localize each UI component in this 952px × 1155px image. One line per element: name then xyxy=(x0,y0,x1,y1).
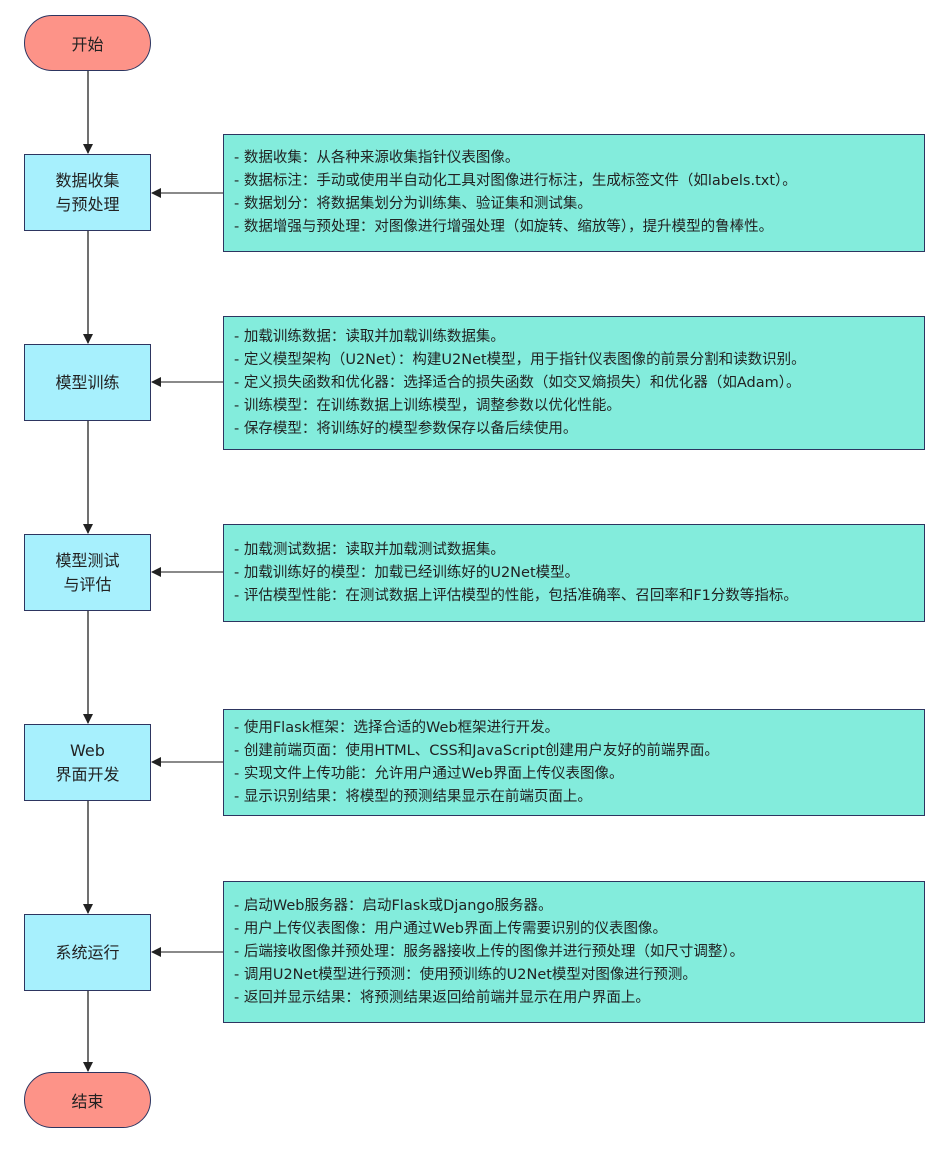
end-terminal: 结束 xyxy=(24,1072,151,1128)
note-web-development: - 使用Flask框架：选择合适的Web框架进行开发。 - 创建前端页面：使用H… xyxy=(223,709,925,816)
note-item: - 加载测试数据：读取并加载测试数据集。 xyxy=(234,541,505,558)
note-item: - 保存模型：将训练好的模型参数保存以备后续使用。 xyxy=(234,420,578,437)
step-title-line: 与预处理 xyxy=(55,194,120,214)
step-title-line: 界面开发 xyxy=(55,764,120,784)
step-model-testing: 模型测试 与评估 xyxy=(24,534,151,611)
note-item: - 使用Flask框架：选择合适的Web框架进行开发。 xyxy=(234,719,560,736)
start-terminal: 开始 xyxy=(24,15,151,71)
note-item: - 后端接收图像并预处理：服务器接收上传的图像并进行预处理（如尺寸调整）。 xyxy=(234,943,745,960)
note-item: - 定义模型架构（U2Net）：构建U2Net模型，用于指针仪表图像的前景分割和… xyxy=(234,351,806,368)
step-system-run: 系统运行 xyxy=(24,914,151,991)
step-title-line: 数据收集 xyxy=(55,170,120,190)
note-item: - 启动Web服务器：启动Flask或Django服务器。 xyxy=(234,897,553,914)
step-title-line: 模型训练 xyxy=(55,372,120,392)
note-item: - 加载训练好的模型：加载已经训练好的U2Net模型。 xyxy=(234,564,580,581)
note-item: - 实现文件上传功能：允许用户通过Web界面上传仪表图像。 xyxy=(234,765,624,782)
note-model-testing: - 加载测试数据：读取并加载测试数据集。 - 加载训练好的模型：加载已经训练好的… xyxy=(223,524,925,622)
note-item: - 数据标注：手动或使用半自动化工具对图像进行标注，生成标签文件（如labels… xyxy=(234,173,797,189)
note-item: - 数据增强与预处理：对图像进行增强处理（如旋转、缩放等），提升模型的鲁棒性。 xyxy=(234,219,774,235)
note-system-run: - 启动Web服务器：启动Flask或Django服务器。 - 用户上传仪表图像… xyxy=(223,881,925,1023)
step-web-development: Web 界面开发 xyxy=(24,724,151,801)
step-data-collection: 数据收集 与预处理 xyxy=(24,154,151,231)
end-label: 结束 xyxy=(71,1092,104,1111)
note-data-collection: - 数据收集：从各种来源收集指针仪表图像。 - 数据标注：手动或使用半自动化工具… xyxy=(223,134,925,252)
note-item: - 加载训练数据：读取并加载训练数据集。 xyxy=(234,328,505,345)
step-title-line: 系统运行 xyxy=(55,942,120,962)
note-item: - 用户上传仪表图像：用户通过Web界面上传需要识别的仪表图像。 xyxy=(234,920,667,937)
note-item: - 创建前端页面：使用HTML、CSS和JavaScript创建用户友好的前端界… xyxy=(234,742,719,759)
note-item: - 调用U2Net模型进行预测：使用预训练的U2Net模型对图像进行预测。 xyxy=(234,966,697,983)
step-model-training: 模型训练 xyxy=(24,344,151,421)
note-item: - 定义损失函数和优化器：选择适合的损失函数（如交叉熵损失）和优化器（如Adam… xyxy=(234,374,801,391)
note-item: - 显示识别结果：将模型的预测结果显示在前端页面上。 xyxy=(234,788,592,805)
start-label: 开始 xyxy=(71,35,104,54)
step-title-line: Web xyxy=(70,740,105,760)
step-title-line: 与评估 xyxy=(63,574,112,594)
step-title-line: 模型测试 xyxy=(55,550,120,570)
note-item: - 评估模型性能：在测试数据上评估模型的性能，包括准确率、召回率和F1分数等指标… xyxy=(234,587,798,604)
note-item: - 返回并显示结果：将预测结果返回给前端并显示在用户界面上。 xyxy=(234,989,650,1006)
note-item: - 训练模型：在训练数据上训练模型，调整参数以优化性能。 xyxy=(234,397,621,414)
note-item: - 数据收集：从各种来源收集指针仪表图像。 xyxy=(234,150,520,166)
note-model-training: - 加载训练数据：读取并加载训练数据集。 - 定义模型架构（U2Net）：构建U… xyxy=(223,316,925,450)
note-item: - 数据划分：将数据集划分为训练集、验证集和测试集。 xyxy=(234,196,592,212)
